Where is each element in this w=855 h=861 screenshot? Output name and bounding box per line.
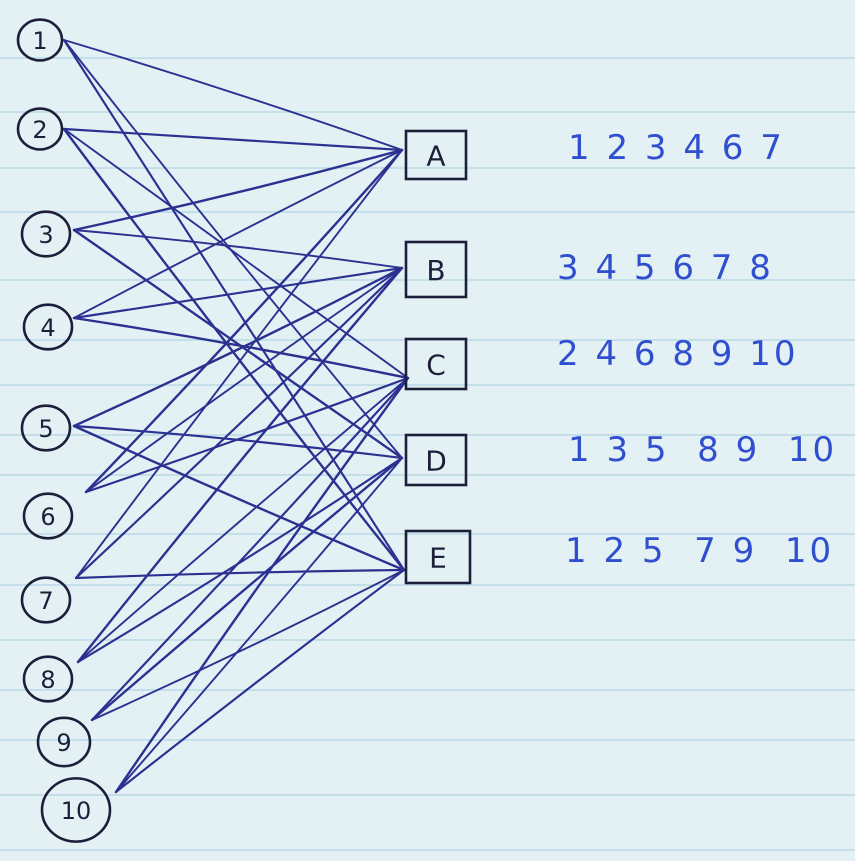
node-circle — [20, 576, 72, 624]
left-node-column: 1 2 3 4 5 6 7 8 9 10 — [16, 18, 112, 843]
node-circle — [22, 492, 74, 540]
node-label: D — [425, 445, 447, 478]
right-node-B: B — [404, 240, 468, 299]
node-circle — [40, 777, 112, 843]
right-node-D: D — [404, 433, 468, 487]
node-circle — [20, 404, 72, 452]
edge-3-B — [73, 229, 403, 269]
left-node-7: 7 — [20, 576, 72, 624]
right-node-C: C — [404, 337, 468, 391]
edge-2-E — [62, 127, 406, 572]
node-label: E — [429, 542, 447, 575]
node-circle — [16, 107, 64, 151]
edge-8-B — [76, 266, 404, 664]
node-label: C — [426, 349, 446, 382]
node-box — [404, 337, 468, 391]
edge-7-B — [74, 266, 404, 580]
edge-6-C — [84, 376, 410, 494]
node-label: 1 — [32, 27, 47, 55]
right-node-E: E — [404, 529, 472, 585]
edge-8-D — [76, 456, 404, 664]
node-label: 2 — [32, 116, 47, 144]
edge-1-D — [63, 39, 403, 459]
right-node-column: A B C D E — [404, 129, 472, 585]
node-label: 5 — [38, 415, 53, 443]
edge-layer — [62, 38, 410, 794]
edge-5-B — [72, 266, 404, 428]
adjacency-list-D: 1 3 5 8 9 10 — [568, 430, 837, 470]
edge-2-C — [63, 128, 409, 379]
edge-9-E — [91, 569, 405, 721]
left-node-10: 10 — [40, 777, 112, 843]
node-circle — [22, 303, 74, 351]
node-label: B — [426, 254, 445, 287]
edge-3-D — [72, 228, 404, 460]
node-label: 3 — [38, 221, 53, 249]
edge-9-C — [90, 376, 410, 722]
edge-4-A — [73, 149, 403, 319]
left-node-1: 1 — [16, 18, 64, 62]
left-node-6: 6 — [22, 492, 74, 540]
adjacency-list-B: 3 4 5 6 7 8 — [557, 248, 774, 288]
left-node-9: 9 — [36, 716, 92, 768]
node-label: 10 — [61, 797, 92, 825]
edge-1-A — [63, 39, 403, 151]
node-circle — [36, 716, 92, 768]
edge-5-E — [72, 424, 406, 572]
node-circle — [16, 18, 64, 62]
node-label: 4 — [40, 314, 55, 342]
left-node-3: 3 — [20, 210, 72, 258]
edge-2-A — [62, 127, 404, 152]
left-node-2: 2 — [16, 107, 64, 151]
node-circle — [20, 210, 72, 258]
node-label: 8 — [40, 666, 55, 694]
edge-10-D — [115, 457, 403, 793]
edge-9-D — [90, 456, 404, 722]
adjacency-list-A: 1 2 3 4 6 7 — [568, 128, 785, 168]
edge-1-E — [62, 38, 406, 572]
node-box — [404, 129, 468, 181]
node-label: 7 — [38, 587, 53, 615]
edge-7-A — [75, 149, 403, 579]
node-label: 9 — [56, 729, 71, 757]
node-circle — [22, 655, 74, 703]
node-box — [404, 529, 472, 585]
edge-6-B — [85, 267, 403, 493]
node-box — [404, 433, 468, 487]
node-label: A — [426, 140, 445, 173]
node-label: 6 — [40, 503, 55, 531]
node-box — [404, 240, 468, 299]
edge-8-C — [77, 377, 409, 663]
edge-5-D — [72, 424, 404, 460]
edge-3-A — [72, 148, 404, 232]
adjacency-list-C: 2 4 6 8 9 10 — [557, 334, 798, 374]
right-node-A: A — [404, 129, 468, 181]
left-node-4: 4 — [22, 303, 74, 351]
edge-10-E — [114, 568, 406, 794]
edge-4-B — [72, 266, 404, 320]
left-node-8: 8 — [22, 655, 74, 703]
adjacency-list-E: 1 2 5 7 9 10 — [565, 531, 834, 571]
adjacency-lists: 1 2 3 4 6 7 3 4 5 6 7 8 2 4 6 8 9 10 1 3 5 … — [557, 128, 837, 571]
edge-7-E — [74, 568, 406, 580]
left-node-5: 5 — [20, 404, 72, 452]
